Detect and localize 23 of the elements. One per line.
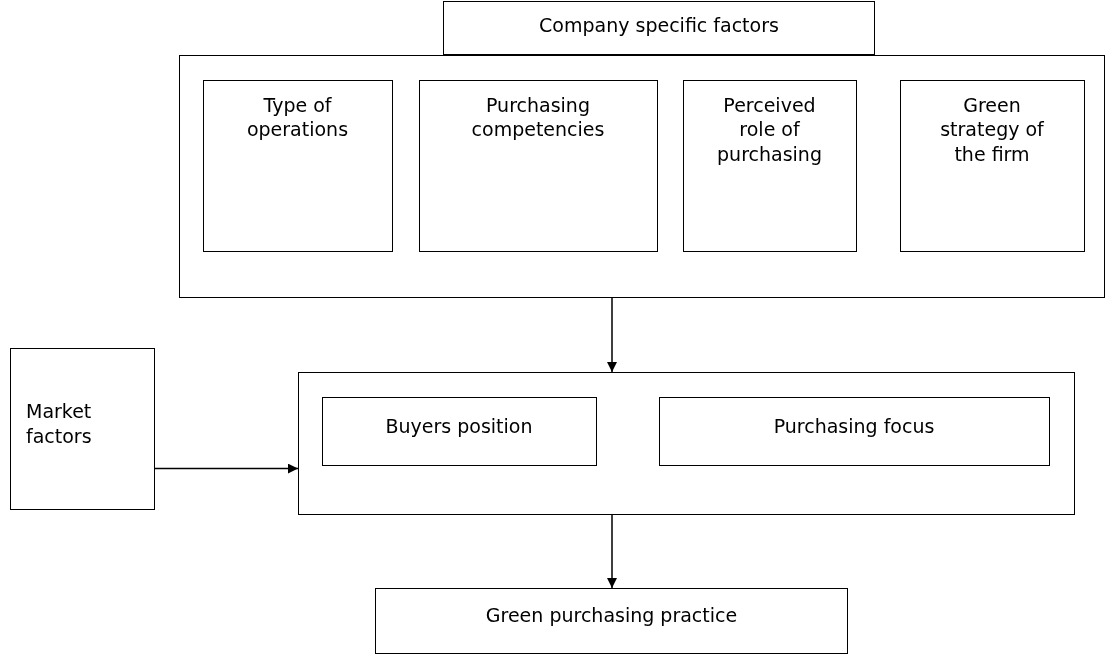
factor-box bbox=[321, 396, 597, 466]
arrow bbox=[154, 463, 299, 474]
box-label: Buyers position bbox=[384, 413, 534, 439]
box-label: Market factors bbox=[26, 399, 93, 449]
factor-box bbox=[658, 396, 1050, 466]
box-label: Perceived role of purchasing bbox=[716, 92, 823, 167]
factor-box bbox=[418, 79, 658, 252]
factor-box bbox=[682, 79, 857, 252]
arrow bbox=[607, 297, 617, 373]
box-label: Purchasing competencies bbox=[470, 92, 606, 142]
factor-box bbox=[10, 348, 155, 510]
box-label: Purchasing focus bbox=[772, 413, 936, 439]
box-label: Green strategy of the firm bbox=[939, 92, 1045, 167]
factor-box bbox=[202, 79, 393, 252]
box-label: Green purchasing practice bbox=[484, 603, 739, 628]
factor-box bbox=[375, 588, 848, 654]
container-box bbox=[179, 55, 1105, 298]
factor-box bbox=[899, 79, 1085, 252]
container-box bbox=[298, 372, 1075, 515]
arrow bbox=[607, 514, 617, 589]
factor-box bbox=[443, 1, 875, 55]
box-label: Company specific factors bbox=[538, 13, 780, 38]
box-label: Type of operations bbox=[245, 92, 350, 142]
